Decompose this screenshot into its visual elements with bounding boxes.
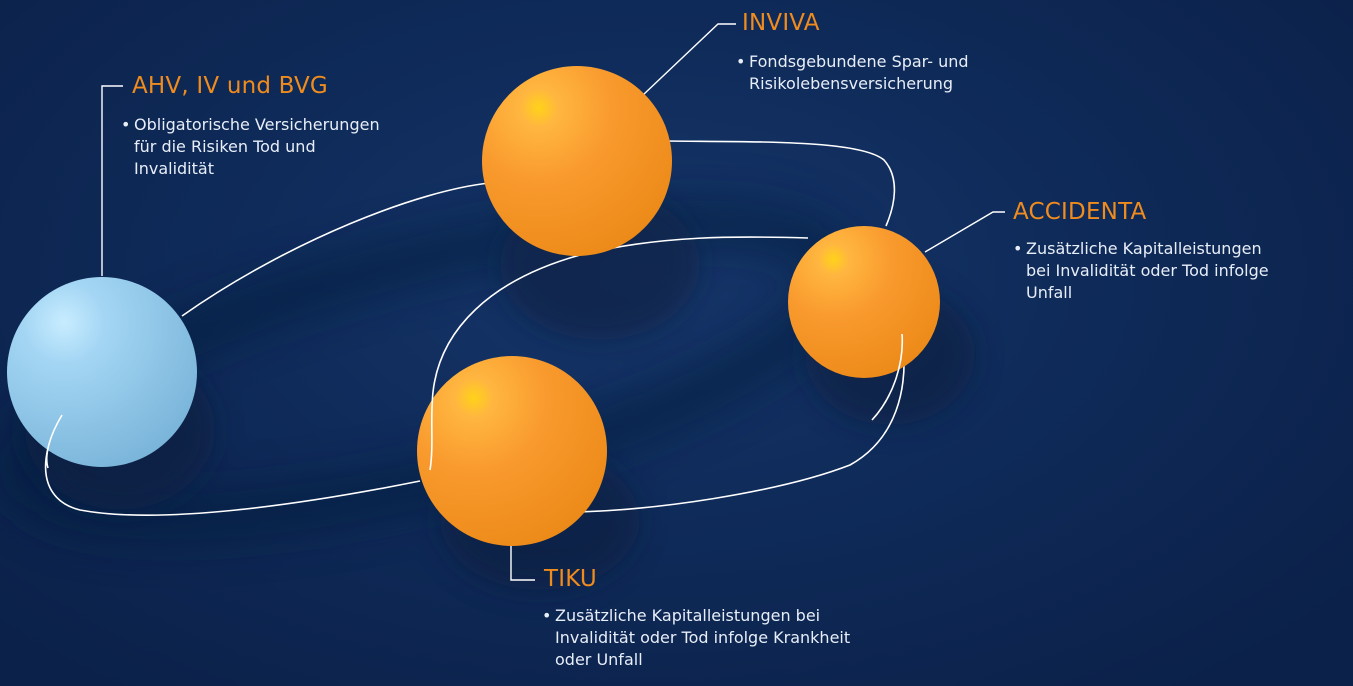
- accidenta-desc-line: Zusätzliche Kapitalleistungen: [1026, 239, 1262, 258]
- ahv-desc-line: Invalidität: [134, 159, 214, 178]
- bullet-icon: •: [542, 606, 552, 625]
- label-ahv: AHV, IV und BVG • Obligatorische Versich…: [121, 72, 380, 180]
- ahv-desc-line: für die Risiken Tod und: [134, 137, 316, 156]
- accidenta-desc-line: bei Invalidität oder Tod infolge: [1026, 261, 1269, 280]
- inviva-title: INVIVA: [742, 10, 820, 36]
- orbit-inner-bottom: [565, 333, 905, 513]
- accidenta-description: • Zusätzliche Kapitalleistungen bei Inva…: [1013, 238, 1269, 304]
- inviva-desc-line: Risikolebensversicherung: [749, 74, 954, 93]
- tiku-desc-line: oder Unfall: [555, 650, 643, 669]
- label-inviva: INVIVA • Fondsgebundene Spar- und Risiko…: [736, 9, 969, 95]
- leader-lines: [101, 23, 1005, 581]
- ahv-description: • Obligatorische Versicherungen für die …: [121, 114, 380, 180]
- accidenta-desc-line: Unfall: [1026, 283, 1073, 302]
- leader-ahv: [101, 85, 123, 276]
- accidenta-title: ACCIDENTA: [1013, 199, 1147, 225]
- orbit-outer: [181, 182, 491, 317]
- inviva-description: • Fondsgebundene Spar- und Risikolebensv…: [736, 51, 969, 95]
- sphere-ahv: [7, 277, 197, 467]
- orbit-lines: [44, 140, 905, 516]
- orbit-front-segments: [46, 333, 904, 471]
- orbit-outer-bottom: [44, 414, 421, 516]
- leader-tiku: [510, 545, 535, 581]
- sphere-inviva: [482, 66, 672, 256]
- leader-inviva: [642, 23, 736, 96]
- label-accidenta: ACCIDENTA • Zusätzliche Kapitalleistunge…: [1013, 198, 1269, 304]
- tiku-desc-line: Zusätzliche Kapitalleistungen bei: [555, 606, 821, 625]
- bullet-icon: •: [1013, 239, 1023, 258]
- inviva-desc-line: Fondsgebundene Spar- und: [749, 52, 969, 71]
- ahv-desc-line: Obligatorische Versicherungen: [134, 115, 380, 134]
- bullet-icon: •: [736, 52, 746, 71]
- label-tiku: TIKU • Zusätzliche Kapitalleistungen bei…: [542, 565, 850, 671]
- orbit-outer-top: [665, 140, 896, 227]
- sphere-accidenta: [788, 226, 940, 378]
- tiku-description: • Zusätzliche Kapitalleistungen bei Inva…: [542, 605, 850, 671]
- ahv-title: AHV, IV und BVG: [132, 73, 328, 99]
- tiku-title: TIKU: [544, 566, 597, 592]
- leader-accidenta: [924, 211, 1005, 253]
- sphere-tiku: [417, 356, 607, 546]
- tiku-desc-line: Invalidität oder Tod infolge Krankheit: [555, 628, 851, 647]
- bullet-icon: •: [121, 115, 131, 134]
